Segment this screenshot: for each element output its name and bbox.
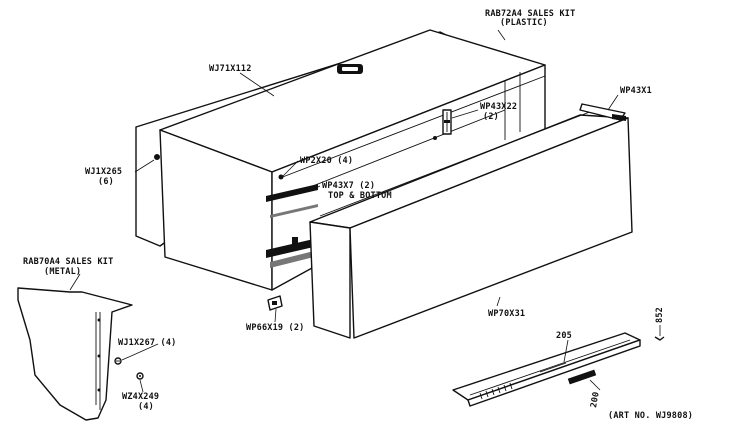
label-rab72a4-kit: RAB72A4 SALES KIT (485, 9, 575, 19)
label-wp43x1: WP43X1 (620, 86, 652, 96)
wp2x20-screw-icon (278, 174, 284, 180)
label-wj1x267: WJ1X267 (4) (118, 338, 177, 348)
leader-lines (69, 29, 661, 393)
label-wp43x22: WP43X22 (480, 102, 517, 112)
label-art-no: (ART NO. WJ9808) (608, 411, 693, 421)
rab70a4-metal-panel (17, 287, 144, 421)
part-852-shape (654, 336, 665, 341)
inner-shelf-line (289, 109, 506, 196)
part-labels: RAB72A4 SALES KIT (PLASTIC) WJ71X112 WP4… (23, 9, 693, 421)
label-wz4x249: WZ4X249 (122, 392, 159, 402)
label-wp43x7-sub: TOP & BOTTOM (328, 191, 392, 201)
panel-hole-1 (97, 318, 101, 322)
label-200: 200 (589, 391, 602, 408)
wz4x249-washer-icon (136, 372, 144, 380)
cabinet-case (135, 29, 546, 291)
part-852 (654, 336, 665, 341)
inner-screw-icon (433, 136, 437, 140)
panel-hole-2 (97, 354, 101, 358)
front-panel-wp70x31 (309, 103, 633, 339)
wp43x1-bracket-tab (612, 114, 626, 121)
side-screw-icon (154, 154, 160, 160)
bottom-rail-shadow (270, 250, 318, 268)
label-wp66x19: WP66X19 (2) (246, 323, 305, 333)
label-wp2x20: WP2X20 (4) (300, 156, 353, 166)
strip-front-edge (467, 339, 641, 407)
label-wj71x112: WJ71X112 (209, 64, 252, 74)
wp66x19-hole (272, 301, 277, 305)
inner-bracket (292, 237, 298, 247)
strip-assembly-200-205 (452, 332, 641, 407)
strip-inner-line (469, 339, 631, 396)
panel-front-face (349, 117, 633, 339)
handle-grip (342, 67, 358, 71)
top-handle (337, 64, 363, 74)
wj1x267-screw-icon (114, 357, 122, 365)
bottom-rail (266, 238, 318, 258)
strip-slot (539, 362, 567, 373)
rail-shadow (270, 204, 318, 218)
strip-top-face (452, 332, 641, 401)
top-rail (266, 184, 318, 202)
strip-end-block (567, 369, 597, 385)
label-rab72a4-kit-sub: (PLASTIC) (500, 18, 548, 28)
label-wj1x265: WJ1X265 (85, 167, 122, 177)
label-wz4x249-qty: (4) (138, 402, 154, 412)
panel-end-face (309, 221, 351, 339)
label-852: 852 (655, 307, 665, 323)
label-wp43x7: WP43X7 (2) (322, 181, 375, 191)
label-rab70a4-kit: RAB70A4 SALES KIT (23, 257, 113, 267)
label-205: 205 (556, 331, 572, 341)
label-rab70a4-kit-sub: (METAL) (44, 267, 81, 277)
panel-lip-line (319, 107, 601, 217)
wp66x19-part (267, 295, 283, 311)
inner-top-edge (279, 75, 546, 179)
metal-panel-shape (17, 287, 133, 421)
wp43x22-clip (442, 109, 452, 135)
clip-tab (444, 120, 450, 123)
label-wj1x265-qty: (6) (98, 177, 114, 187)
label-wp43x22-qty: (2) (483, 112, 499, 122)
panel-hole-3 (97, 388, 101, 392)
label-wp70x31: WP70X31 (488, 309, 525, 319)
